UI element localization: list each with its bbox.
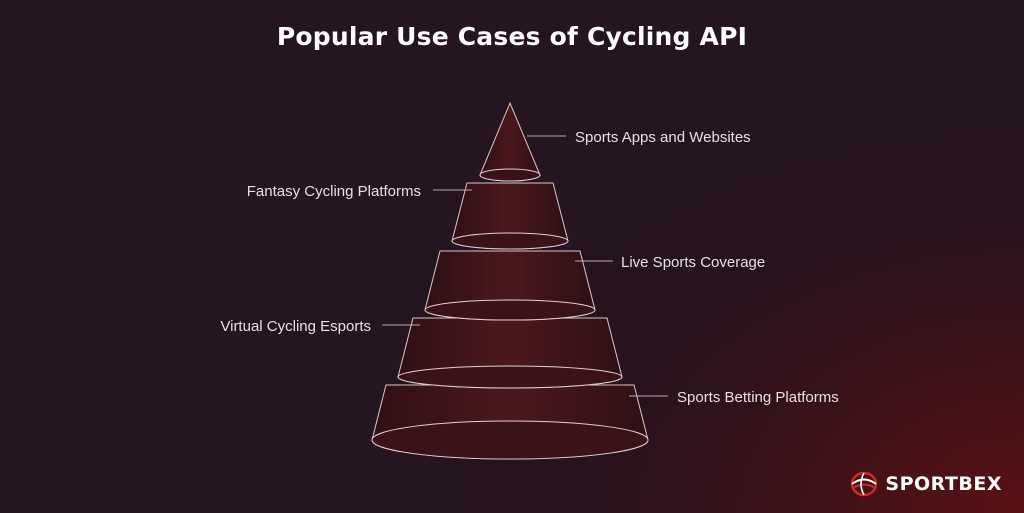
tier-label-3: Live Sports Coverage [621, 254, 765, 271]
cone-tier-2 [451, 182, 569, 250]
cone-tier-5 [371, 384, 649, 460]
sportbex-globe-icon [851, 471, 878, 497]
tier-label-4: Virtual Cycling Esports [220, 318, 371, 335]
page-title: Popular Use Cases of Cycling API [276, 22, 748, 51]
tier-label-2: Fantasy Cycling Platforms [247, 183, 421, 200]
cone-tier-1 [479, 101, 541, 182]
cone-tier-3 [424, 250, 596, 321]
cone-tier-4 [397, 317, 623, 389]
brand-name: SPORTBEX [885, 473, 1002, 495]
tier-label-1: Sports Apps and Websites [575, 129, 751, 146]
tier-label-5: Sports Betting Platforms [677, 389, 839, 406]
brand-logo: SPORTBEX [849, 471, 1002, 497]
